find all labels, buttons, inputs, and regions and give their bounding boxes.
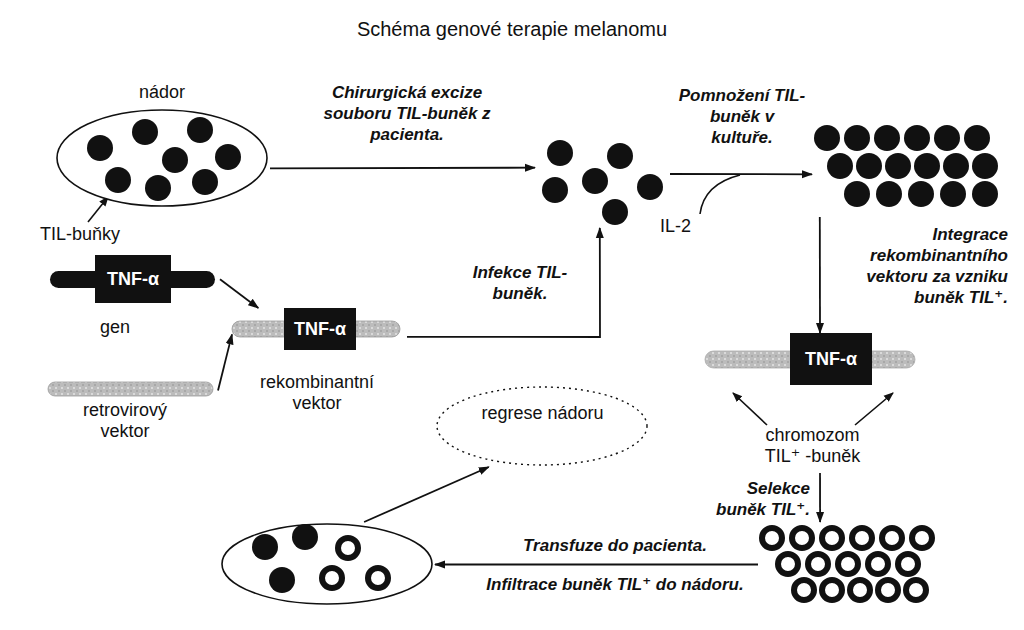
node-text: rekombinantní vektor [247,372,387,414]
shape-outline [435,385,650,467]
node-text: chromozom TIL⁺ -buněk [755,425,870,467]
free-label: IL-2 [660,216,710,237]
shape-node: TNF-α gen [50,255,220,345]
flow-arrow [220,279,258,308]
node-text: nádor [112,82,212,103]
flow-arrow [407,228,600,337]
step-label: Transfuze do pacienta. [490,535,740,556]
shape-node [812,122,1007,217]
step-label: Pomnožení TIL-buněk v kultuře. [677,85,807,148]
flow-arrow [364,467,489,522]
node-text: gen [75,317,155,338]
step-label: Integrace rekombinantního vektoru za vzn… [838,224,1008,308]
shape-node: regrese nádoru [435,385,650,467]
shape-node [535,138,670,228]
flow-arrow [819,217,821,333]
step-label: Infekce TIL-buněk. [455,262,585,304]
flow-arrow [270,167,535,169]
free-label: Infiltrace buněk TIL⁺ do nádoru. [480,574,750,595]
flow-arrow [819,473,821,522]
free-label: TIL-buňky [40,224,170,245]
flow-arrow [670,173,812,175]
shape-outline [220,522,435,607]
shape-node: TNF-α chromozom TIL⁺ -buněk [705,333,920,473]
diagram-title: Schéma genové terapie melanomu [0,18,1024,41]
il2-merge-line [700,175,740,214]
shape-outline [812,122,1007,217]
leader-arrow [88,197,108,222]
step-label: Chirurgická excize souboru TIL-buněk z p… [312,82,502,145]
shape-node: TNF-α rekombinantní vektor [232,308,407,428]
flow-arrow [218,334,232,390]
node-text: TNF-α [284,308,356,350]
node-text: retrovirový vektor [60,400,190,442]
node-text: regrese nádoru [480,403,605,424]
step-label: Selekce buněk TIL⁺. [698,478,810,520]
shape-node: retrovirový vektor [48,380,218,450]
shape-outline [535,138,670,228]
shape-node [758,522,933,607]
flow-arrow [435,564,758,566]
node-text: TNF-α [790,333,872,385]
node-text: TNF-α [95,255,171,303]
shape-node: nádor [55,80,270,210]
shape-outline [758,522,933,607]
shape-node [220,522,435,607]
